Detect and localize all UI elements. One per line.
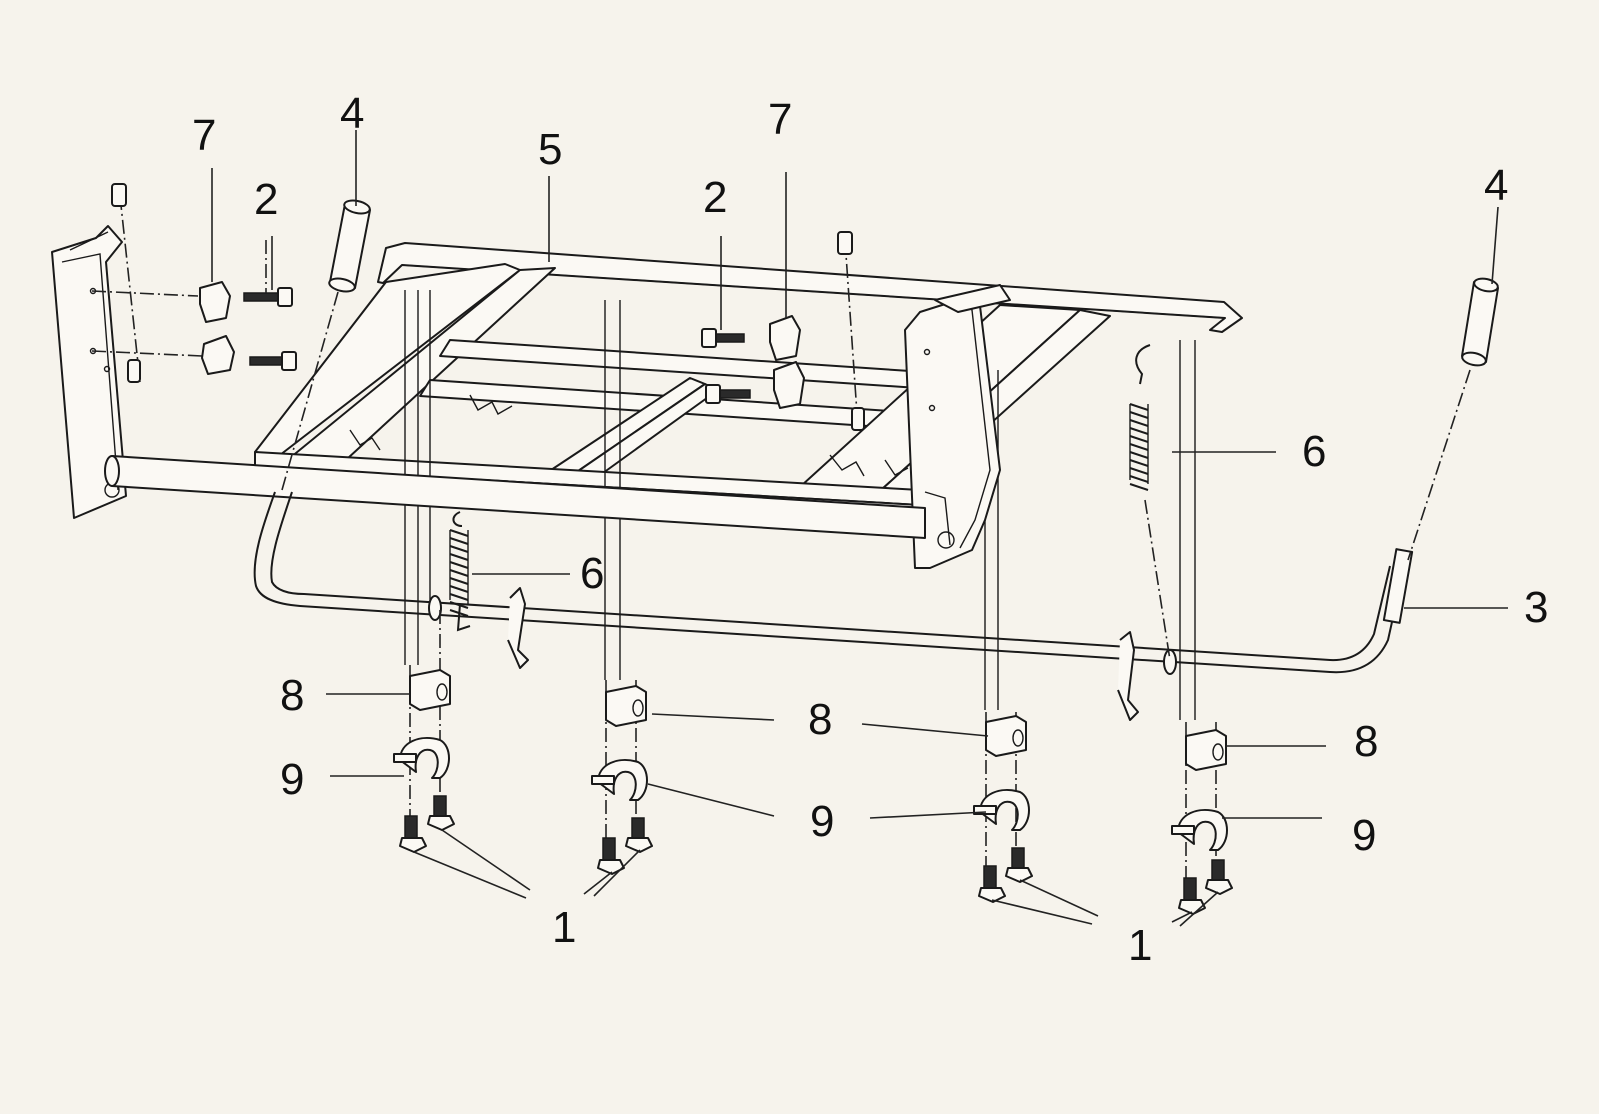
- callout-7-left: 7: [192, 111, 216, 160]
- left-end-plate: [51, 225, 127, 519]
- callout-2-right: 2: [703, 173, 727, 222]
- callout-8-right: 8: [1354, 717, 1378, 766]
- callout-8-left: 8: [280, 671, 304, 720]
- callout-5: 5: [538, 125, 562, 174]
- callout-3: 3: [1524, 583, 1548, 632]
- left-clip-assembly: [91, 168, 297, 383]
- spring-right: [1117, 344, 1171, 721]
- callout-7-right: 7: [768, 95, 792, 144]
- mount-stack-2: [591, 680, 653, 875]
- leader-lines: [326, 130, 1508, 927]
- callout-2-left: 2: [254, 175, 278, 224]
- callout-6-right: 6: [1302, 427, 1326, 476]
- lift-rod: [253, 491, 1414, 675]
- right-end-plate: [904, 284, 1011, 569]
- callout-9-middle: 9: [810, 797, 834, 846]
- callout-8-middle: 8: [808, 695, 832, 744]
- callout-9-left: 9: [280, 755, 304, 804]
- callout-4-right: 4: [1484, 161, 1508, 210]
- mount-stack-3: [973, 712, 1033, 903]
- callout-4-left: 4: [340, 89, 364, 138]
- callout-9-right: 9: [1352, 811, 1376, 860]
- right-clip-assembly: [701, 172, 865, 431]
- callout-labels: 7 4 2 5 7 2 4 6 6 3 8 8 8 9 9 9 1 1: [192, 89, 1548, 970]
- mount-stack-4: [1171, 722, 1233, 915]
- callout-1-left: 1: [552, 903, 576, 952]
- callout-6-left: 6: [580, 549, 604, 598]
- grip-right: [1407, 277, 1499, 561]
- mount-stack-1: [393, 610, 455, 853]
- spring-left: [449, 511, 529, 669]
- grip-left: [281, 199, 371, 491]
- callout-1-right: 1: [1128, 921, 1152, 970]
- front-tube-bar: [104, 455, 926, 539]
